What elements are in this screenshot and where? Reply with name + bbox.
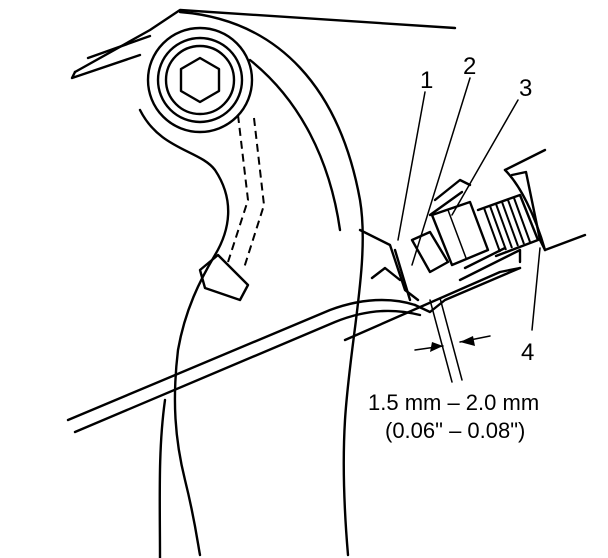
latch-arm	[70, 8, 457, 558]
bolt-threads	[483, 197, 531, 253]
dimension-imperial: (0.06" – 0.08")	[385, 418, 525, 443]
release-cable-hidden	[227, 114, 266, 269]
callout-2: 2	[463, 53, 476, 80]
callout-4: 4	[521, 339, 534, 366]
striker-bracket	[358, 228, 420, 302]
callout-3: 3	[519, 75, 532, 102]
dimension-metric: 1.5 mm – 2.0 mm	[368, 390, 539, 415]
gap-dimension	[414, 297, 491, 383]
hood-panel	[66, 266, 522, 434]
leader-lines	[397, 77, 541, 331]
adjustment-bolt	[410, 148, 587, 282]
pivot-bolt	[146, 26, 254, 134]
callout-1: 1	[420, 67, 433, 94]
